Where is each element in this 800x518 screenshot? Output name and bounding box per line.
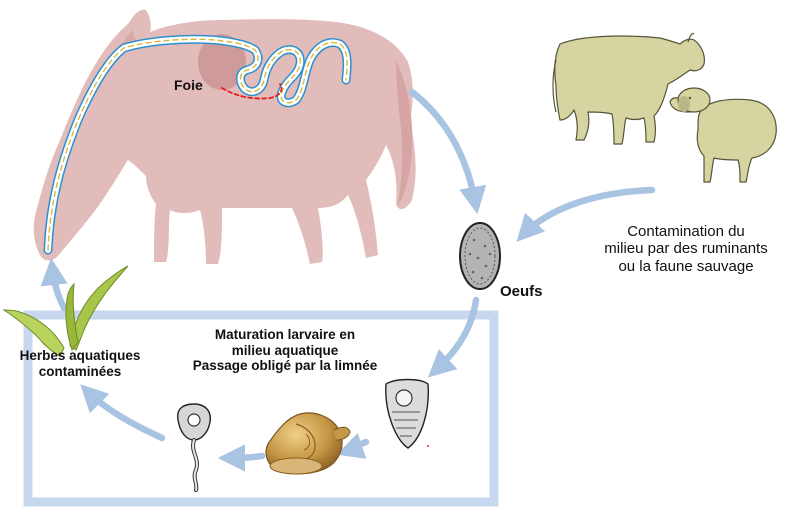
maturation-line-3: Passage obligé par la limnée xyxy=(192,358,378,374)
arrow-horse-to-eggs xyxy=(408,88,487,215)
arrow-larva-to-snail xyxy=(336,433,370,459)
arrow-ruminants-to-eggs xyxy=(516,186,656,242)
horse-illustration xyxy=(33,9,416,265)
herbes-label: Herbes aquatiques contaminées xyxy=(0,348,160,379)
cercaria-illustration xyxy=(177,403,211,492)
eggs-label: Oeufs xyxy=(500,283,543,300)
liver-migration-path xyxy=(221,83,283,100)
snail-illustration xyxy=(265,412,351,475)
maturation-label: Maturation larvaire en milieu aquatique … xyxy=(172,327,398,374)
contamination-line-3: ou la faune sauvage xyxy=(618,257,754,275)
arrow-snail-to-cercaria xyxy=(217,444,266,472)
maturation-line-1: Maturation larvaire en xyxy=(214,327,356,342)
herbes-line-1: Herbes aquatiques xyxy=(19,348,141,363)
egg-illustration xyxy=(459,222,501,290)
grass-illustration xyxy=(2,265,129,357)
migration-path xyxy=(43,34,352,255)
arrow-eggs-to-larva xyxy=(427,296,480,378)
herbes-line-2: contaminées xyxy=(38,363,122,379)
liver-label: Foie xyxy=(174,77,203,93)
cycle-arrows xyxy=(40,88,656,472)
cow-illustration xyxy=(552,32,705,145)
arrow-grass-to-horse xyxy=(40,257,68,312)
liver-organ xyxy=(198,34,246,90)
contamination-line-1: Contamination du xyxy=(627,223,745,240)
contamination-line-2: milieu par des ruminants xyxy=(604,240,768,258)
arrow-cercaria-to-grass xyxy=(80,384,166,442)
contamination-label: Contamination du milieu par des ruminant… xyxy=(582,223,790,275)
aquatic-environment-box xyxy=(23,310,499,507)
sheep-illustration xyxy=(669,87,777,183)
larva-illustration xyxy=(385,378,430,449)
maturation-line-2: milieu aquatique xyxy=(231,342,339,358)
